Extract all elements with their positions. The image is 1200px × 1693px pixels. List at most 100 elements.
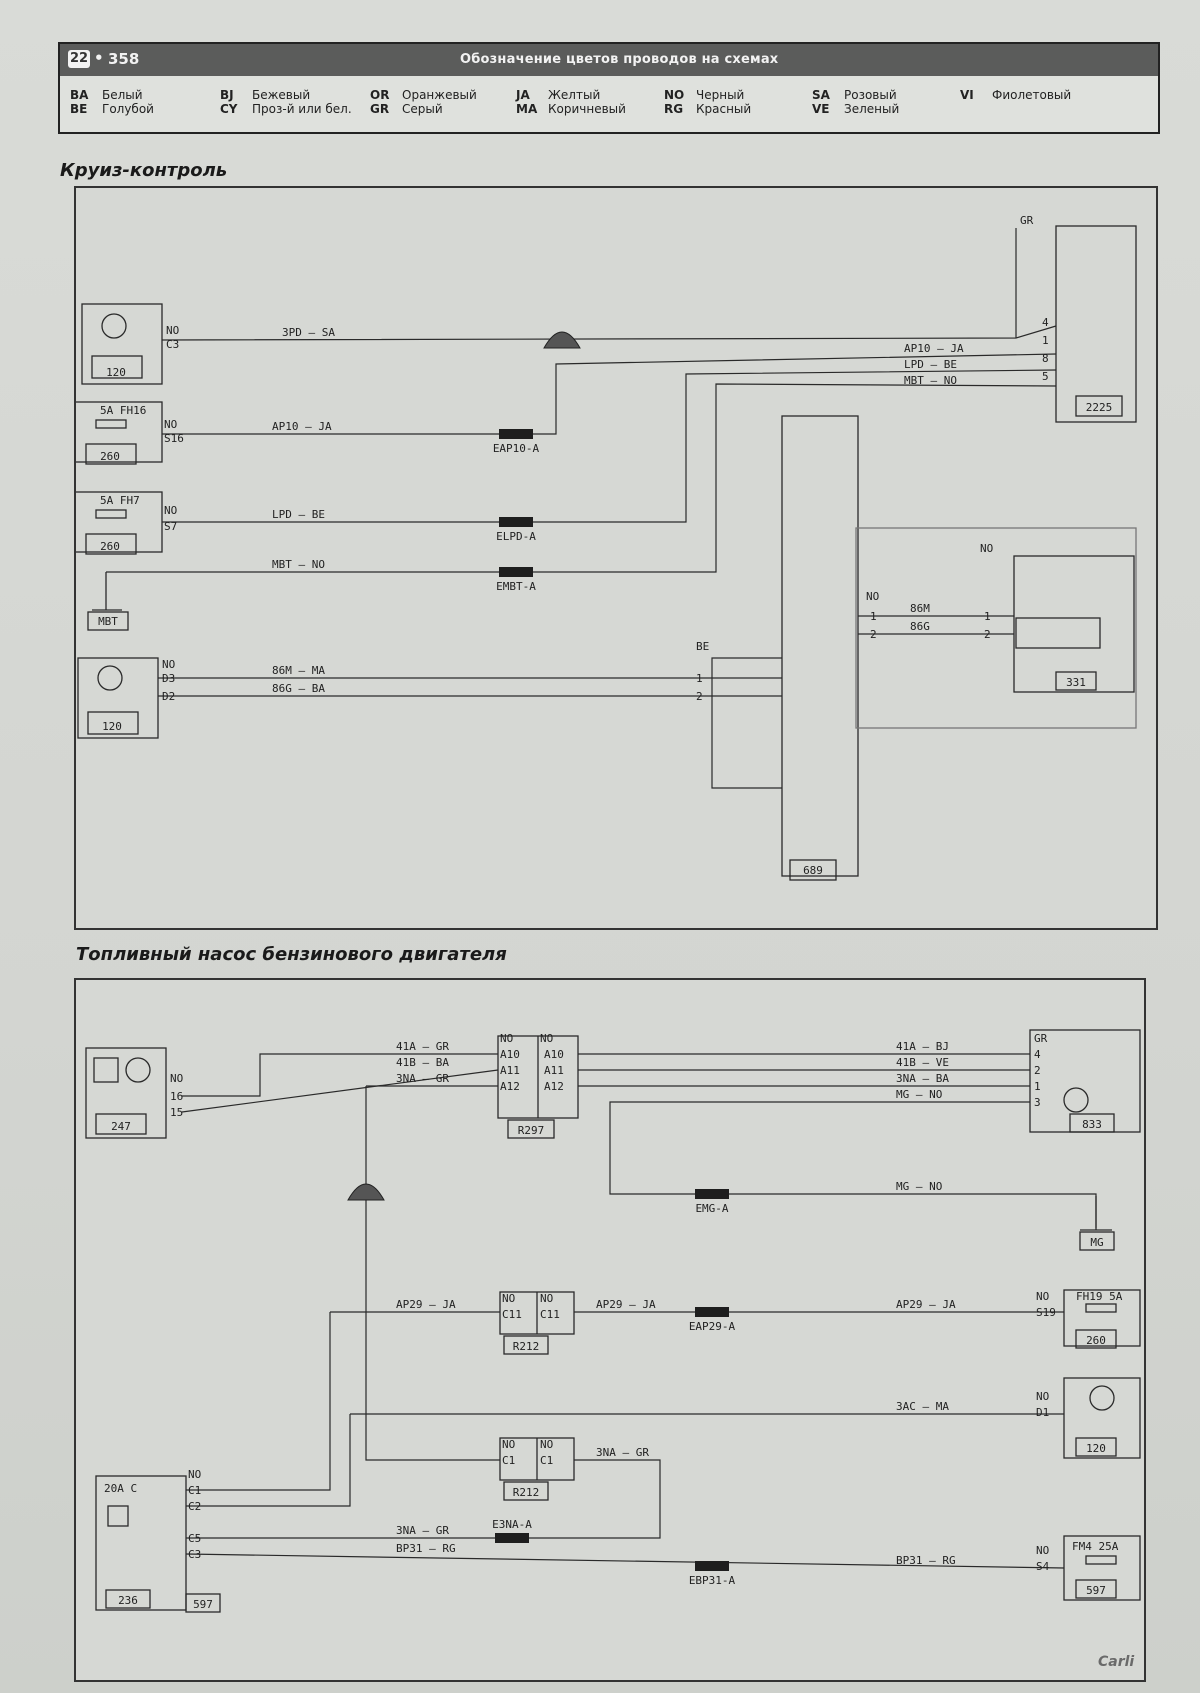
page-number: 358 xyxy=(108,50,140,68)
pin-gr: GR xyxy=(1020,214,1034,227)
pin-5: 5 xyxy=(1042,370,1049,383)
pin-no: NO xyxy=(162,658,175,671)
wire-ap29-left-label: AP29 — JA xyxy=(396,1298,456,1311)
pin-1: 1 xyxy=(1034,1080,1041,1093)
pin-c5: C5 xyxy=(188,1532,201,1545)
legend-code: MA xyxy=(516,102,538,116)
fuse-icon xyxy=(1085,1303,1117,1313)
component-331-box xyxy=(1013,555,1135,693)
wire-41a xyxy=(182,1053,498,1097)
wire-c2 xyxy=(186,1414,351,1507)
pin-1: 1 xyxy=(984,610,991,623)
pin-c1: C1 xyxy=(502,1454,515,1467)
ground-mbt-label: MBT xyxy=(98,615,118,628)
pin-no: NO xyxy=(502,1438,515,1451)
fuel-pump-title: Топливный насос бензинового двигателя xyxy=(76,944,507,965)
switch-icon xyxy=(1089,1385,1115,1411)
wire-3na-drop xyxy=(365,1086,500,1461)
splice-embt-label: EMBT-A xyxy=(496,580,536,593)
pin-no: NO xyxy=(1036,1290,1049,1303)
component-2225-box xyxy=(1055,225,1137,423)
component-260-label-box xyxy=(1075,1329,1117,1349)
wire-ap29-right-label: AP29 — JA xyxy=(896,1298,956,1311)
pin-8: 8 xyxy=(1042,352,1049,365)
component-120-label: 120 xyxy=(106,366,126,379)
component-331-label: 331 xyxy=(1066,676,1086,689)
component-247-label: 247 xyxy=(111,1120,131,1133)
legend-code: BJ xyxy=(220,88,234,102)
wire-bp31-right-label: BP31 — RG xyxy=(896,1554,956,1567)
pin-16: 16 xyxy=(170,1090,183,1103)
wire-3na-bottom-label: 3NA — GR xyxy=(396,1524,449,1537)
wire-3na-bottom xyxy=(186,1459,661,1539)
wire-3na-right-label: 3NA — BA xyxy=(896,1072,949,1085)
wire-86g-label: 86G — BA xyxy=(272,682,325,695)
fuse-fh19-label: FH19 5A xyxy=(1076,1290,1123,1303)
legend-code: JA xyxy=(516,88,530,102)
ground-mg-label: MG xyxy=(1090,1236,1103,1249)
legend-code: VI xyxy=(960,88,974,102)
pin-c3: C3 xyxy=(166,338,179,351)
shield-icon xyxy=(543,331,581,349)
pin-2: 2 xyxy=(696,690,703,703)
legend-code: BA xyxy=(70,88,89,102)
component-331-label-box xyxy=(1055,671,1097,691)
splice-emg-label: EMG-A xyxy=(695,1202,728,1215)
wire-mbt-label: MBT — NO xyxy=(272,558,325,571)
component-120-label: 120 xyxy=(1086,1442,1106,1455)
cruise-control-title: Круиз-контроль xyxy=(60,160,228,181)
switch-icon xyxy=(97,665,123,691)
pin-4: 4 xyxy=(1042,316,1049,329)
wire-lpd-label: LPD — BE xyxy=(272,508,325,521)
legend-code: SA xyxy=(812,88,830,102)
wire-c1 xyxy=(186,1312,331,1491)
pin-c11: C11 xyxy=(540,1308,560,1321)
shield-icon xyxy=(347,1183,385,1201)
component-2225-label-box xyxy=(1075,395,1123,417)
pin-1: 1 xyxy=(1042,334,1049,347)
pin-s16: S16 xyxy=(164,432,184,445)
pin-no: NO xyxy=(502,1292,515,1305)
relay-icon xyxy=(107,1505,129,1527)
legend-code: GR xyxy=(370,102,390,116)
pin-d1: D1 xyxy=(1036,1406,1049,1419)
pin-4: 4 xyxy=(1034,1048,1041,1061)
wire-lpd xyxy=(162,369,1057,523)
wire-lpd-right-label: LPD — BE xyxy=(904,358,957,371)
ground-mg-box xyxy=(1079,1231,1115,1251)
splice-e3na-label: E3NA-A xyxy=(492,1518,532,1531)
connector-689-box xyxy=(781,415,859,877)
legend-code: VE xyxy=(812,102,830,116)
splice-ebp31 xyxy=(695,1561,729,1571)
pin-no: NO xyxy=(166,324,179,337)
component-260-box xyxy=(76,401,163,463)
connector-r212-label-box xyxy=(503,1335,549,1355)
splice-emg xyxy=(695,1189,729,1199)
legend-name: Коричневый xyxy=(548,102,626,116)
splice-eap10-label: EAP10-A xyxy=(493,442,540,455)
legend-entry-ma: MA Коричневый xyxy=(516,102,626,116)
wire-41b-right-label: 41B — VE xyxy=(896,1056,949,1069)
pin-no: NO xyxy=(540,1032,553,1045)
pin-no: NO xyxy=(1036,1544,1049,1557)
component-833-box xyxy=(1029,1029,1141,1133)
page-separator: • xyxy=(94,49,104,67)
fuse-icon xyxy=(1085,1555,1117,1565)
wire-ap10-right-label: AP10 — JA xyxy=(904,342,964,355)
fuse-fh16-label: 5A FH16 xyxy=(100,404,146,417)
pin-no: NO xyxy=(540,1438,553,1451)
pin-2: 2 xyxy=(984,628,991,641)
legend-code: RG xyxy=(664,102,684,116)
splice-elpd-label: ELPD-A xyxy=(496,530,536,543)
component-833-label: 833 xyxy=(1082,1118,1102,1131)
